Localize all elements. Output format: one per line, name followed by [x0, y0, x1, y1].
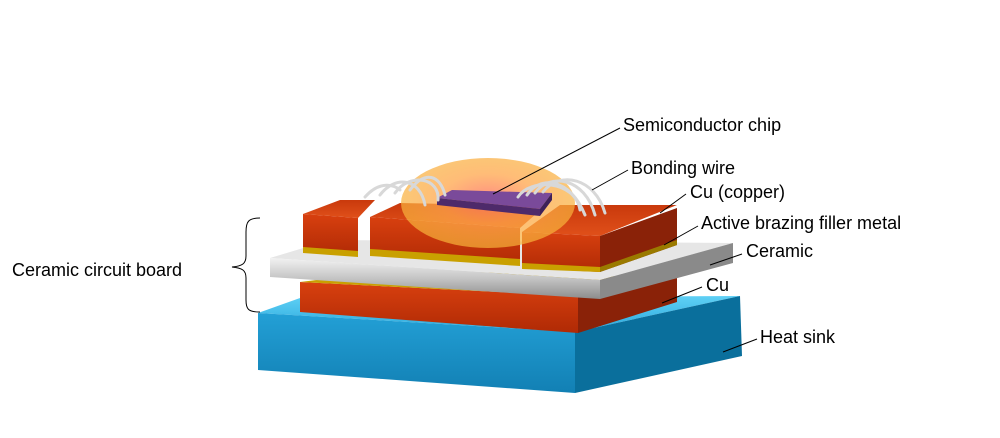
label-ceramic-circuit-board: Ceramic circuit board [12, 260, 182, 280]
wire-leader-line [591, 169, 629, 191]
ceramic-leader-line [709, 253, 743, 266]
label-heat-sink: Heat sink [760, 327, 836, 347]
board-brace [231, 217, 261, 313]
label-cu-copper: Cu (copper) [690, 182, 785, 202]
cu-bottom-leader-line [661, 286, 703, 304]
label-cu-bottom: Cu [706, 275, 729, 295]
cu-top-leader-line [659, 193, 687, 214]
label-ceramic: Ceramic [746, 241, 813, 261]
brazing-leader-line [663, 225, 699, 246]
bonding-wires [363, 176, 607, 217]
heat-sink-leader-line [722, 338, 758, 353]
label-brazing-filler: Active brazing filler metal [701, 213, 901, 233]
semiconductor-chip [437, 190, 552, 216]
chip-leader-line [492, 127, 621, 195]
label-bonding-wire: Bonding wire [631, 158, 735, 178]
label-semiconductor-chip: Semiconductor chip [623, 115, 781, 135]
